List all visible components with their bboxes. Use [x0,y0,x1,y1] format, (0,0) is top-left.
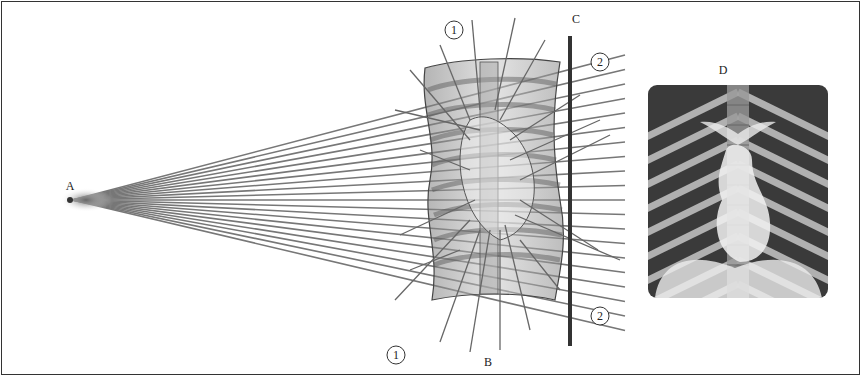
scattered-rays [395,18,620,352]
scatter-ray [520,200,598,250]
scatter-ray [472,20,480,110]
body-torso [424,59,563,300]
part-label: B [484,355,492,369]
callout-number: 1 [451,23,457,37]
scatter-ray [500,40,545,120]
detector-plate [568,36,572,346]
primary-rays [72,55,625,331]
scatter-ray [495,18,515,110]
scatter-ray [410,70,470,140]
scatter-ray [440,45,470,120]
scatter-ray [410,250,460,270]
callout-number: 1 [393,348,399,362]
scatter-ray [420,150,470,170]
callout-number: 2 [597,309,603,323]
scatter-ray [510,120,600,160]
callout-circles [387,21,609,364]
scatter-ray [400,200,475,235]
scatter-ray [505,225,530,330]
callout-number: 2 [597,55,603,69]
scatter-ray [499,230,500,350]
xray-source [67,197,73,203]
source-label: A [66,179,75,193]
scatter-ray [395,110,480,130]
scatter-ray [520,240,560,290]
radiograph [640,85,836,332]
scatter-ray [470,230,490,352]
scatter-ray [520,135,610,180]
part-label: C [572,12,580,26]
part-label: D [719,63,728,77]
